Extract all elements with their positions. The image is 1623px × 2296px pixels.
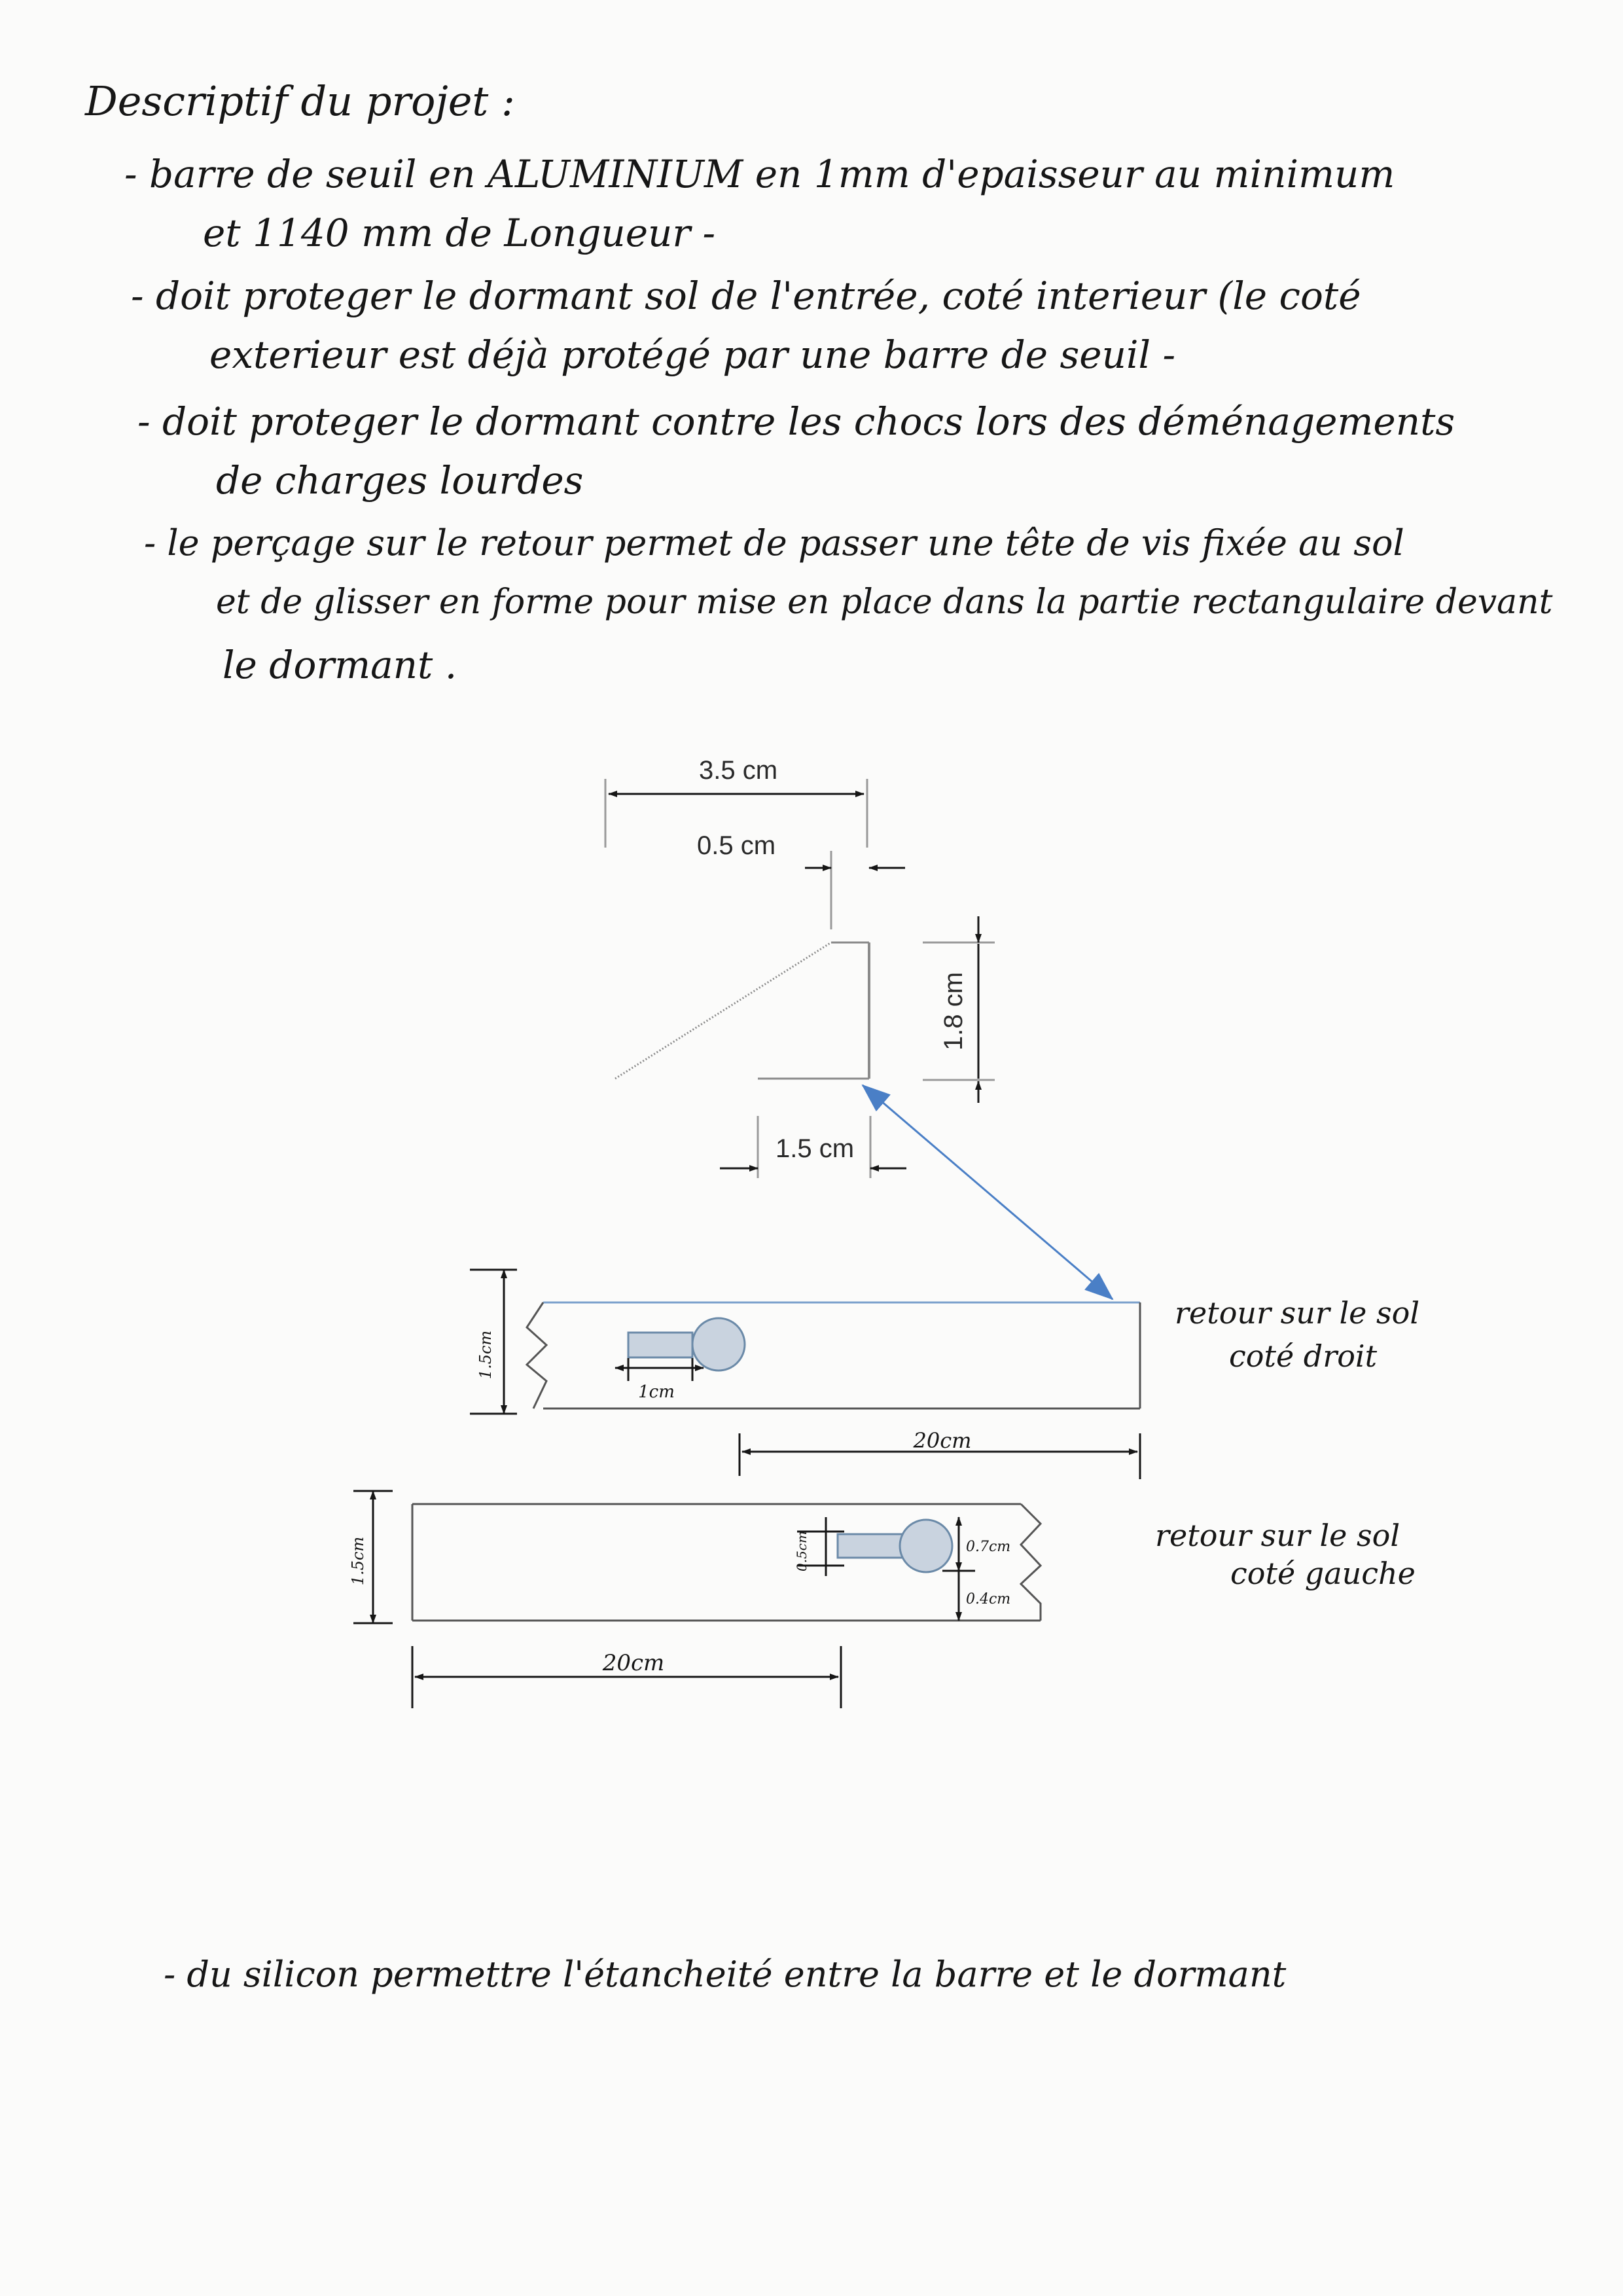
right-return-break — [525, 1302, 548, 1409]
left-return-drawing: 1.5cm 0.5cm 0.7cm 0.4cm 20cm retour sur … — [349, 1490, 1416, 1708]
right-return-hole-label: 1cm — [638, 1382, 675, 1402]
dim-label-0-5: 0.5 cm — [697, 831, 776, 860]
left-return-hole — [899, 1518, 954, 1573]
text-line-6: de charges lourdes — [216, 458, 584, 503]
right-return-label-2: coté droit — [1229, 1338, 1378, 1374]
profile-slope — [615, 941, 832, 1080]
text-line-5: - doit proteger le dormant contre les ch… — [137, 399, 1455, 444]
left-return-label-2: coté gauche — [1230, 1556, 1416, 1591]
text-line-3: - doit proteger le dormant sol de l'entr… — [131, 274, 1361, 318]
text-line-4: exterieur est déjà protégé par une barre… — [209, 332, 1176, 377]
text-line-9: le dormant . — [223, 643, 457, 687]
dim-label-1-5: 1.5 cm — [776, 1134, 854, 1163]
blue-link-arrow — [861, 1084, 1114, 1300]
left-return-slot — [836, 1533, 904, 1559]
left-return-hole-label-1: 0.7cm — [966, 1539, 1010, 1555]
text-line-8: et de glisser en forme pour mise en plac… — [216, 583, 1553, 622]
right-return-drawing: 1.5cm 1cm 20cm retour sur le sol coté dr… — [470, 1268, 1419, 1479]
footer-note: - du silicon permettre l'étancheité entr… — [164, 1954, 1287, 1995]
left-return-label-1: retour sur le sol — [1155, 1518, 1400, 1553]
dim-label-3-5: 3.5 cm — [699, 756, 777, 785]
left-return-slot-label: 0.5cm — [794, 1531, 810, 1571]
left-return-height-label: 1.5cm — [349, 1537, 367, 1585]
left-return-hole-label-2: 0.4cm — [966, 1591, 1010, 1607]
right-return-height-label: 1.5cm — [476, 1331, 495, 1379]
right-return-slot — [627, 1331, 694, 1359]
text-line-7: - le perçage sur le retour permet de pas… — [144, 522, 1404, 564]
document-title: Descriptif du projet : — [85, 77, 515, 125]
right-return-length-label: 20cm — [913, 1428, 972, 1453]
profile-section: 3.5 cm 0.5 cm 1.8 cm 1.5 cm — [604, 756, 995, 1178]
left-return-break — [1019, 1503, 1043, 1621]
right-return-hole — [691, 1317, 746, 1372]
right-return-label-1: retour sur le sol — [1175, 1295, 1419, 1331]
text-line-1: - barre de seuil en ALUMINIUM en 1mm d'e… — [124, 152, 1395, 196]
left-return-length-label: 20cm — [602, 1650, 665, 1676]
text-line-2: et 1140 mm de Longueur - — [203, 211, 716, 255]
dim-label-1-8: 1.8 cm — [939, 972, 968, 1050]
